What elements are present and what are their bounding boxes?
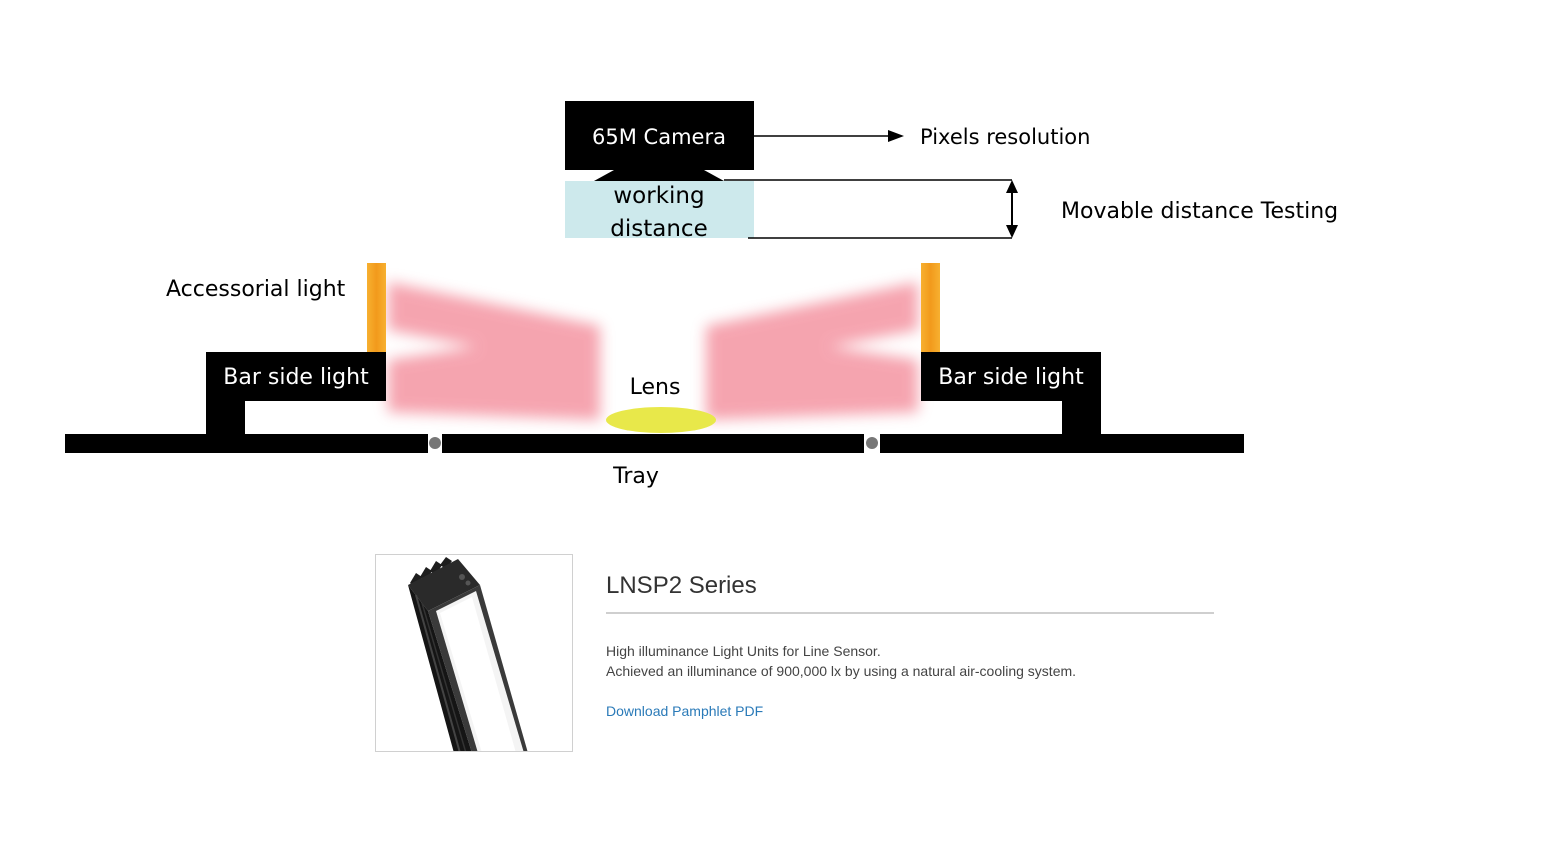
tray-label: Tray <box>612 464 659 489</box>
tray-joint-right <box>866 437 878 449</box>
product-description-line1: High illuminance Light Units for Line Se… <box>606 643 881 659</box>
tray-segment-left <box>65 434 428 453</box>
accessorial-light-right <box>921 263 940 352</box>
product-image <box>375 554 573 752</box>
movable-distance-label: Movable distance Testing <box>1061 199 1338 224</box>
imaging-setup-diagram: 65M Camera Pixels resolution working dis… <box>0 0 1568 520</box>
product-title: LNSP2 Series <box>606 572 757 600</box>
pixels-arrow-head <box>888 130 904 142</box>
bar-side-light-right-label: Bar side light <box>938 365 1084 390</box>
accessorial-light-left <box>367 263 386 352</box>
movable-distance-arrow-down <box>1006 225 1018 238</box>
download-pamphlet-link[interactable]: Download Pamphlet PDF <box>606 703 763 719</box>
light-unit-illustration <box>376 555 573 752</box>
camera-label: 65M Camera <box>592 125 726 149</box>
product-title-divider <box>606 612 1214 614</box>
accessorial-light-label: Accessorial light <box>166 277 346 302</box>
lens-ellipse <box>606 407 716 433</box>
tray-segment-center <box>442 434 864 453</box>
tray-segment-right <box>880 434 1244 453</box>
bar-side-light-left-label: Bar side light <box>223 365 369 390</box>
movable-distance-arrow-up <box>1006 180 1018 193</box>
pixels-resolution-label: Pixels resolution <box>920 125 1090 149</box>
tray-joint-left <box>429 437 441 449</box>
camera-mount <box>594 170 724 181</box>
working-distance-line1: working <box>613 183 704 209</box>
working-distance-line2: distance <box>610 216 707 242</box>
product-description-line2: Achieved an illuminance of 900,000 lx by… <box>606 663 1076 679</box>
lens-label: Lens <box>630 375 681 400</box>
